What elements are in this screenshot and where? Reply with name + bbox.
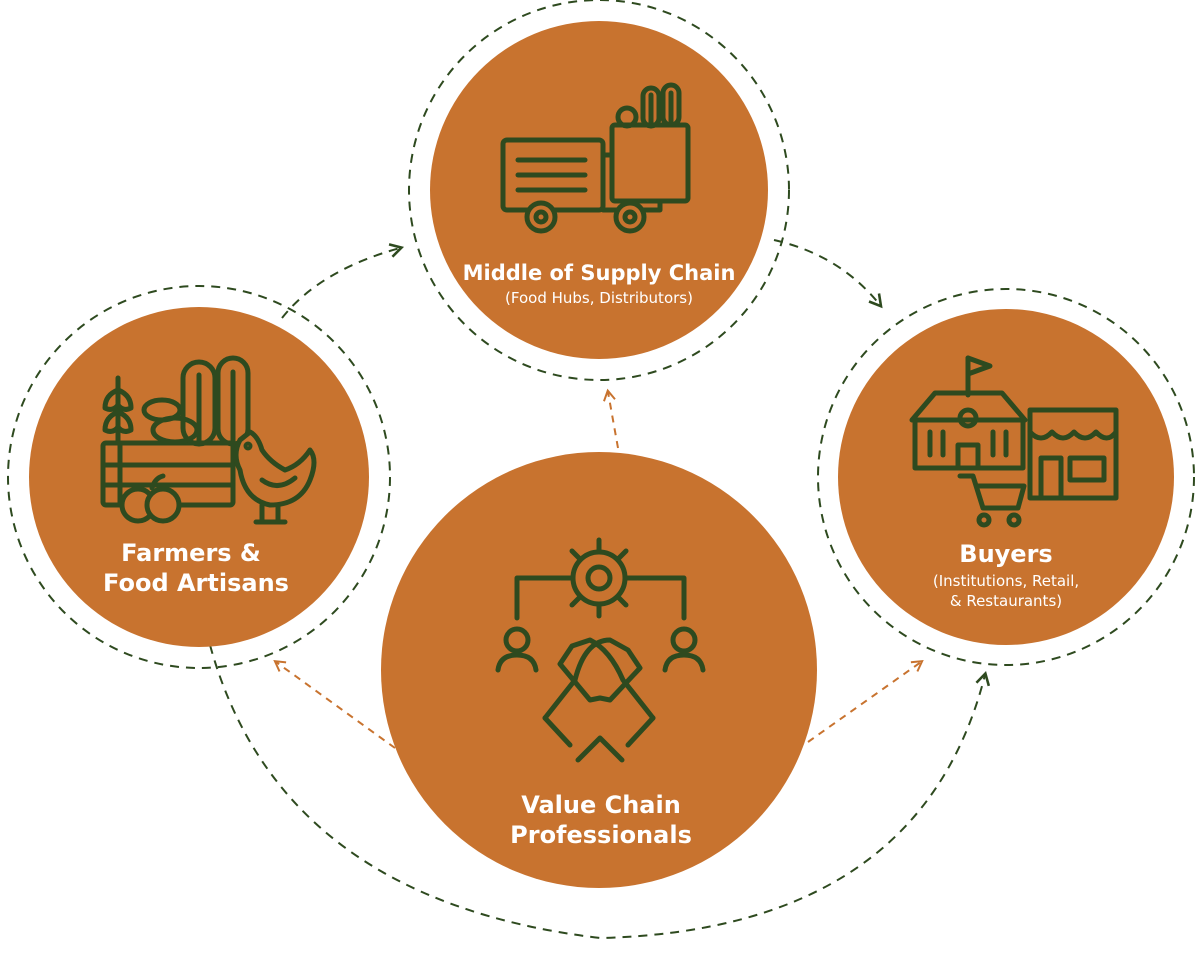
value-chain-title-line2: Professionals — [510, 821, 692, 849]
buyers-subtitle-line2: & Restaurants) — [950, 592, 1062, 610]
delivery-truck-icon — [500, 82, 691, 234]
arrow-value-to-buyers — [807, 660, 924, 743]
buyers-title: Buyers — [959, 540, 1052, 568]
buyers-dashed-ring — [817, 288, 1195, 666]
school-store-cart-icon — [909, 355, 1119, 528]
middle-circle — [430, 21, 768, 359]
farmers-title-line1: Farmers & — [121, 539, 261, 567]
middle-subtitle: (Food Hubs, Distributors) — [505, 289, 693, 307]
arrow-value-to-middle — [603, 388, 619, 449]
arrow-farmers-to-middle — [281, 243, 405, 319]
arrow-value-to-farmers — [273, 660, 396, 749]
farmers-dashed-ring — [7, 285, 391, 669]
arrow-middle-to-buyers — [773, 239, 883, 309]
farm-crate-chicken-icon — [100, 355, 317, 525]
value-chain-title-line1: Value Chain — [521, 791, 681, 819]
buyers-circle — [838, 309, 1174, 645]
middle-dashed-ring — [408, 0, 790, 381]
value-chain-circle — [381, 452, 817, 888]
handshake-gear-icon — [495, 537, 706, 763]
farmers-title-line2: Food Artisans — [103, 569, 289, 597]
middle-title: Middle of Supply Chain — [463, 261, 736, 285]
buyers-subtitle-line1: (Institutions, Retail, — [933, 572, 1079, 590]
